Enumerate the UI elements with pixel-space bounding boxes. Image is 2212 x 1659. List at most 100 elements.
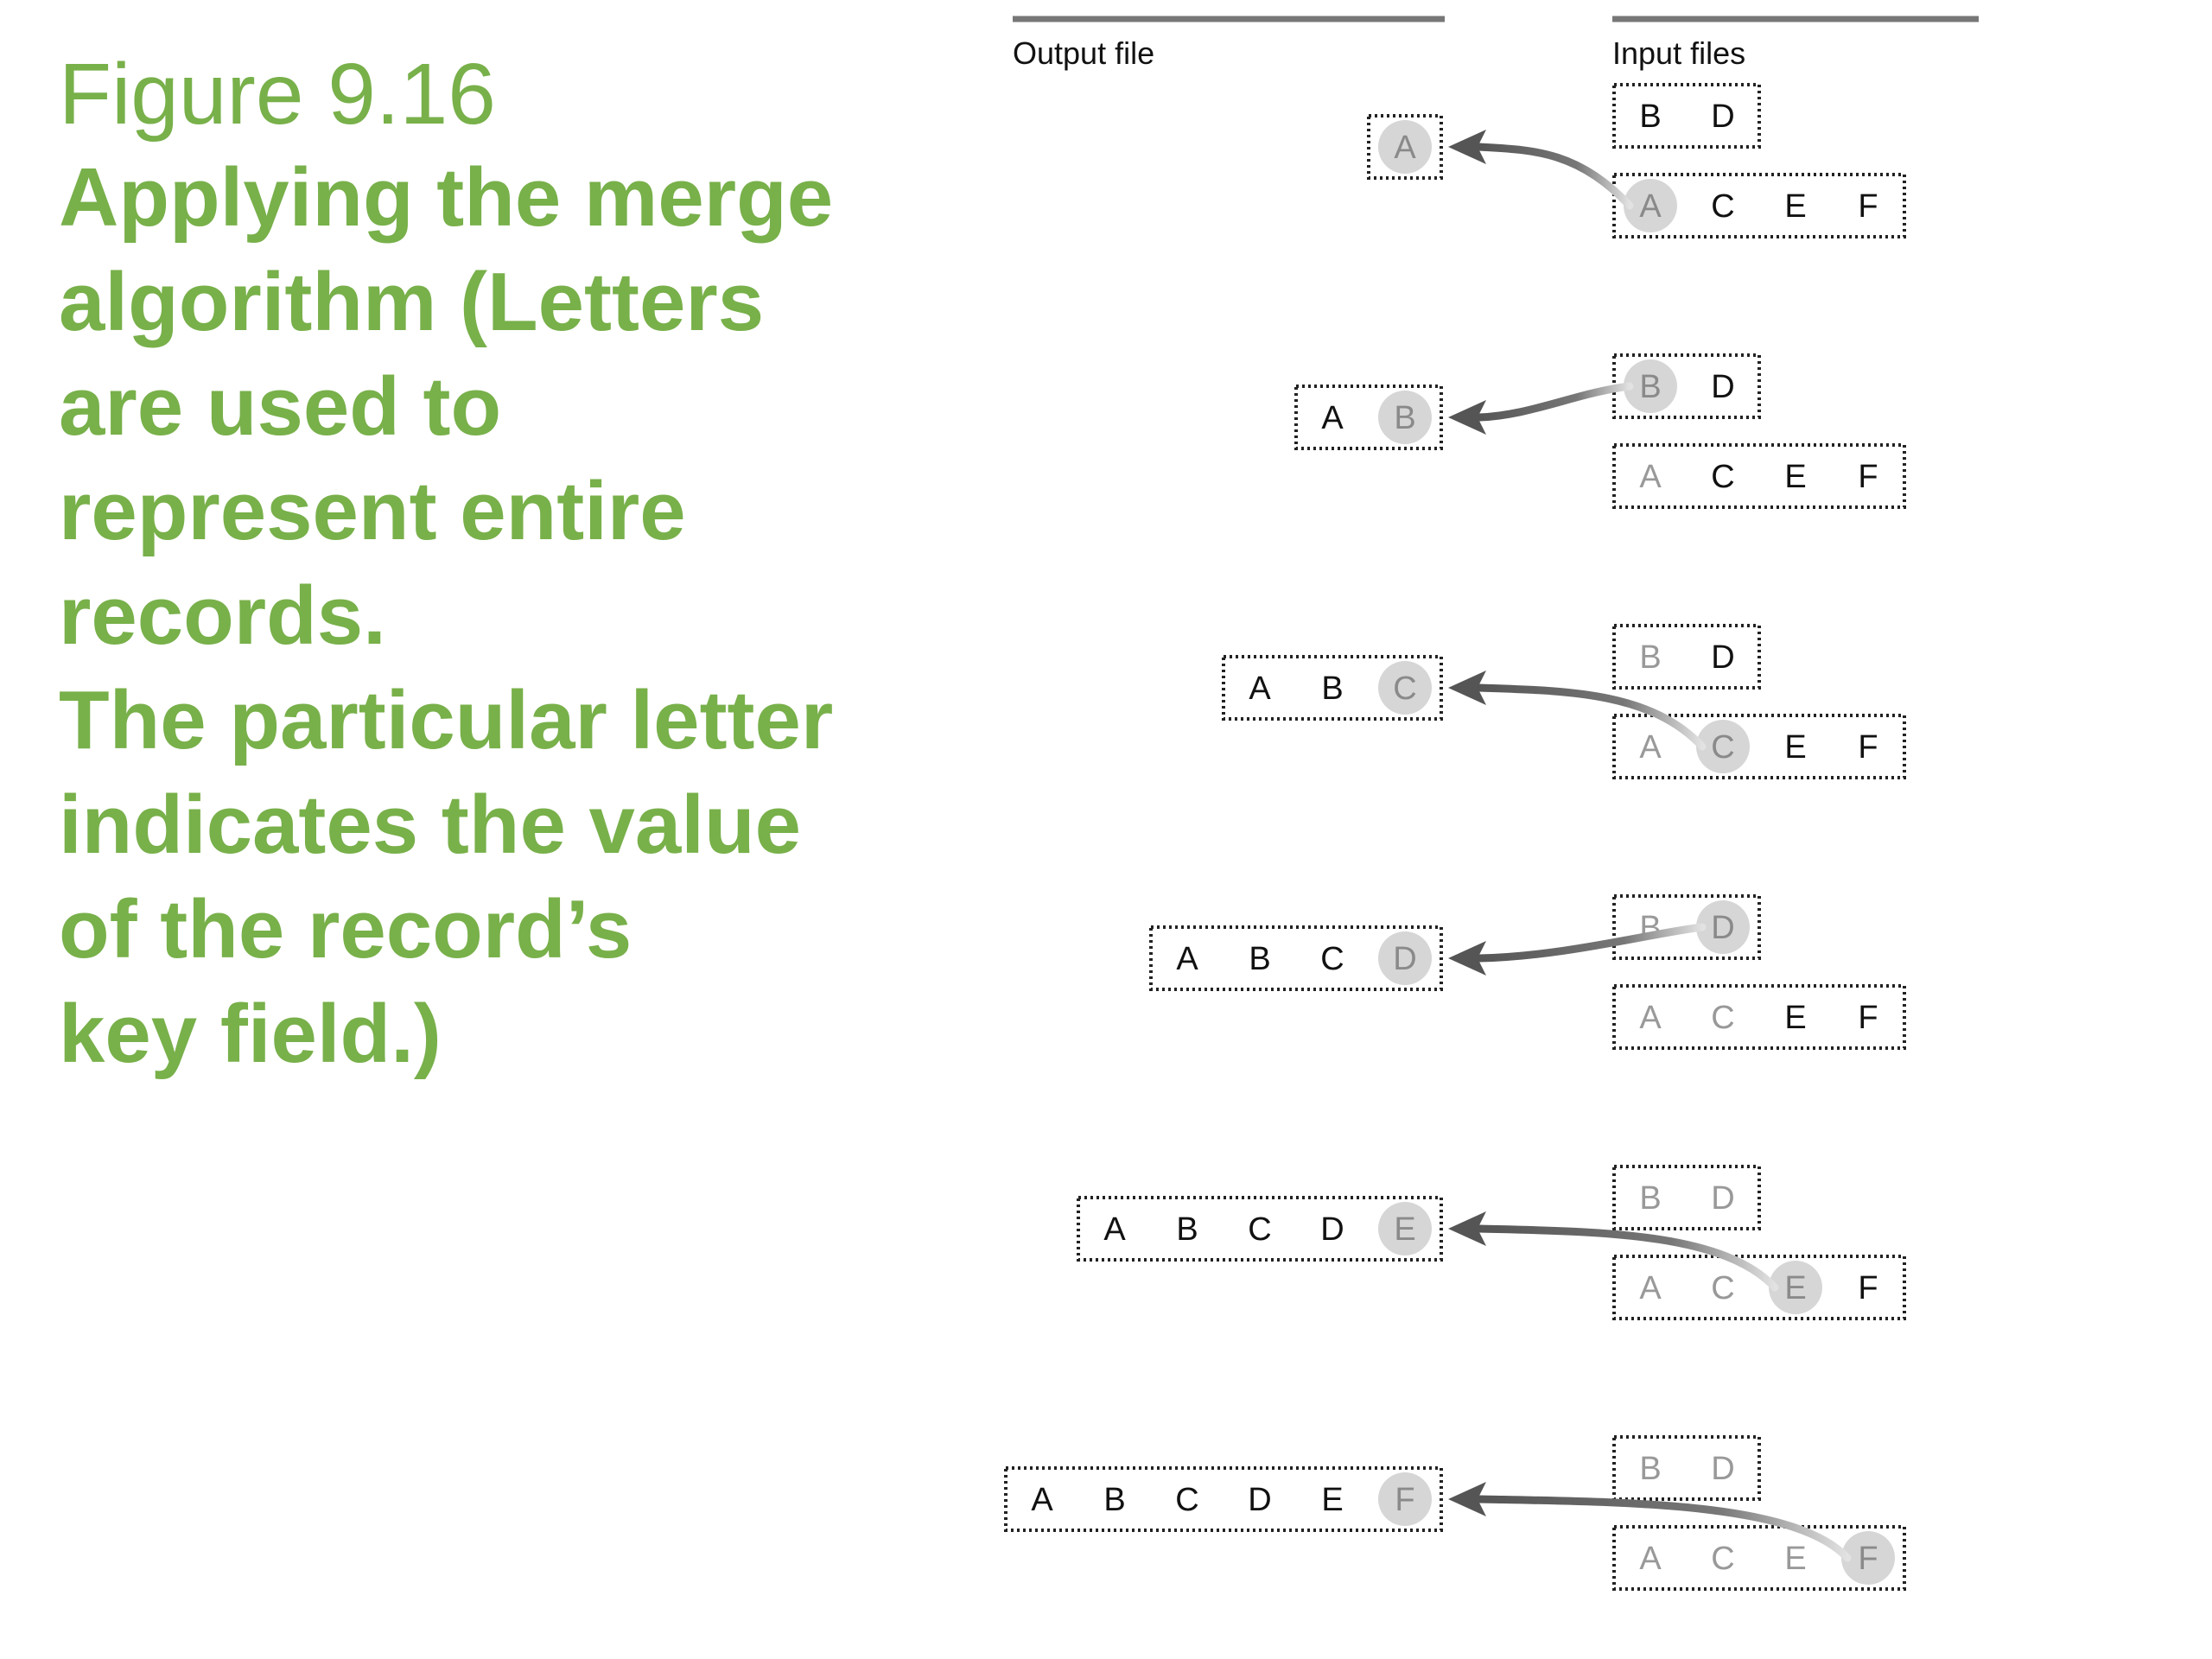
output-file-box [1222, 655, 1443, 721]
record-letter: C [1248, 1211, 1271, 1248]
figure-number: Figure 9.16 [59, 46, 496, 143]
record-letter: E [1784, 188, 1806, 225]
record-letter: B [1103, 1482, 1125, 1518]
figure-caption: Figure 9.16 Applying the merge algorithm… [59, 43, 906, 1086]
record-letter: B [1394, 400, 1415, 436]
record-letter: D [1711, 639, 1734, 676]
merge-arrow [1475, 382, 1634, 422]
record-letter: D [1711, 1451, 1734, 1487]
caption-line: algorithm (Letters [59, 256, 765, 348]
record-letter: B [1321, 671, 1343, 707]
record-letter: F [1395, 1482, 1414, 1518]
input-file-1-box [1612, 624, 1761, 690]
merge-arrow [1475, 143, 1634, 210]
merge-arrow [1475, 1224, 1779, 1292]
merge-arrow [1475, 1495, 1852, 1562]
arrow-head [1448, 130, 1486, 164]
record-letter: B [1176, 1211, 1198, 1248]
record-letter: F [1858, 1000, 1878, 1036]
output-file-box [1367, 114, 1443, 180]
arrow-head [1448, 400, 1486, 435]
record-letter: A [1639, 729, 1662, 766]
record-highlight [1624, 179, 1677, 232]
record-highlight [1696, 720, 1750, 773]
input-file-2-box [1612, 443, 1906, 509]
input-file-2-box [1612, 1255, 1906, 1320]
record-letter: C [1711, 1541, 1734, 1577]
record-highlight [1378, 1472, 1432, 1526]
output-file-box [1149, 925, 1443, 991]
record-letter: D [1711, 1180, 1734, 1217]
record-highlight [1378, 120, 1432, 174]
record-highlight [1378, 931, 1432, 985]
record-letter: F [1858, 729, 1878, 766]
record-highlight [1696, 900, 1750, 954]
output-file-box [1077, 1196, 1443, 1262]
output-file-box [1004, 1466, 1443, 1532]
record-letter: B [1639, 1180, 1661, 1217]
record-letter: D [1393, 941, 1416, 977]
output-file-header: Output file [1013, 35, 1154, 71]
input-files-header: Input files [1612, 35, 1745, 71]
record-letter: B [1639, 639, 1661, 676]
record-letter: D [1711, 369, 1734, 405]
input-file-1-box [1612, 894, 1761, 960]
input-file-1-box [1612, 83, 1761, 149]
record-letter: A [1639, 459, 1662, 495]
input-file-2-box [1612, 714, 1906, 779]
record-letter: A [1176, 941, 1198, 977]
record-highlight [1378, 1202, 1432, 1255]
record-letter: E [1784, 1270, 1806, 1306]
record-letter: A [1321, 400, 1344, 436]
record-letter: D [1711, 99, 1734, 135]
caption-line: represent entire [59, 465, 686, 557]
record-letter: A [1639, 1270, 1662, 1306]
input-file-2-box [1612, 173, 1906, 238]
record-letter: E [1784, 1541, 1806, 1577]
record-letter: D [1248, 1482, 1271, 1518]
record-highlight [1378, 661, 1432, 715]
record-letter: A [1639, 1541, 1662, 1577]
record-letter: C [1393, 671, 1416, 707]
input-file-1-box [1612, 1435, 1761, 1501]
record-letter: C [1711, 1270, 1734, 1306]
arrow-head [1448, 1211, 1486, 1246]
record-letter: C [1175, 1482, 1198, 1518]
merge-steps: A B D A C E F A B B D A C E F A B C B D A C E F A B C D B D A C E F A B C D E B… [1004, 83, 1906, 1591]
record-letter: B [1639, 369, 1661, 405]
record-letter: C [1711, 1000, 1734, 1036]
merge-step: A B C B D A C E F [1222, 624, 1906, 779]
record-highlight [1841, 1531, 1895, 1585]
record-letter: A [1031, 1482, 1053, 1518]
record-letter: E [1394, 1211, 1415, 1248]
arrow-head [1448, 941, 1486, 976]
arrow-head [1448, 671, 1486, 705]
record-letter: A [1639, 188, 1662, 225]
record-letter: F [1858, 1270, 1878, 1306]
caption-line: records. [59, 569, 386, 662]
record-letter: C [1711, 729, 1734, 766]
record-letter: B [1249, 941, 1270, 977]
record-letter: E [1784, 729, 1806, 766]
output-file-box [1294, 385, 1443, 450]
record-letter: B [1639, 99, 1661, 135]
record-letter: B [1639, 1451, 1661, 1487]
record-highlight [1769, 1261, 1822, 1314]
record-letter: A [1639, 1000, 1662, 1036]
caption-line: Applying the merge [59, 151, 834, 244]
record-letter: F [1858, 188, 1878, 225]
caption-line: indicates the value [59, 779, 801, 871]
record-letter: E [1321, 1482, 1343, 1518]
record-letter: C [1711, 188, 1734, 225]
record-letter: C [1711, 459, 1734, 495]
merge-arrow [1475, 683, 1707, 751]
input-file-2-box [1612, 1525, 1906, 1591]
record-letter: E [1784, 459, 1806, 495]
record-letter: A [1249, 671, 1271, 707]
